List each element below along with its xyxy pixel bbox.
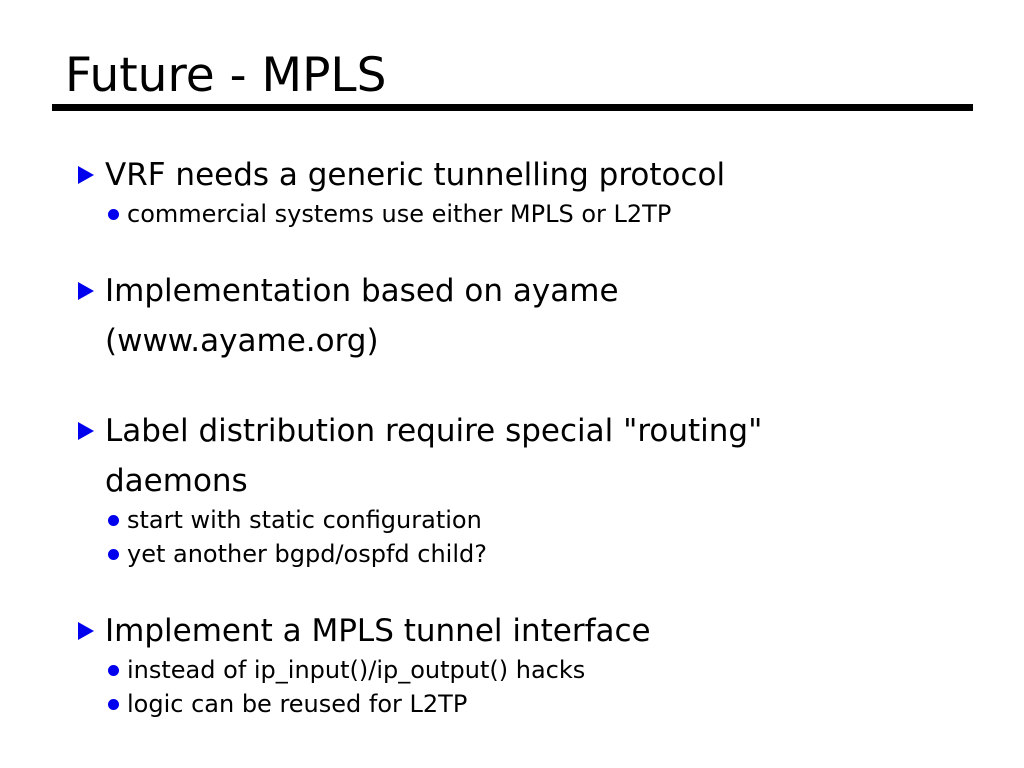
dot-bullet-icon [108,549,119,560]
bullet-item: Implement a MPLS tunnel interface [78,609,988,653]
bullet-group: VRF needs a generic tunnelling protocol … [78,153,988,231]
sub-bullet-text: yet another bgpd/ospfd child? [127,540,487,568]
triangle-bullet-icon [78,422,94,440]
sub-bullet-item: logic can be reused for L2TP [108,687,988,721]
sub-bullet-item: start with static configuration [108,503,988,537]
sub-bullet-list: instead of ip_input()/ip_output() hacks … [108,653,988,721]
bullet-text-block: Implementation based on ayame (www.ayame… [105,269,619,363]
bullet-group: Implement a MPLS tunnel interface instea… [78,609,988,721]
sub-bullet-item: yet another bgpd/ospfd child? [108,537,988,571]
sub-bullet-list: commercial systems use either MPLS or L2… [108,197,988,231]
title-underline [52,104,973,111]
bullet-text: Implement a MPLS tunnel interface [105,613,651,649]
bullet-text: daemons [105,463,248,499]
sub-bullet-text: logic can be reused for L2TP [127,690,468,718]
bullet-item: Label distribution require special "rout… [78,409,988,503]
bullet-text: (www.ayame.org) [105,323,379,359]
sub-bullet-text: start with static configuration [127,506,482,534]
bullet-text: Label distribution require special "rout… [105,413,763,449]
triangle-bullet-icon [78,166,94,184]
sub-bullet-list: start with static configuration yet anot… [108,503,988,571]
dot-bullet-icon [108,515,119,526]
bullet-item: Implementation based on ayame (www.ayame… [78,269,988,363]
bullet-text-block: VRF needs a generic tunnelling protocol [105,153,725,197]
dot-bullet-icon [108,209,119,220]
dot-bullet-icon [108,665,119,676]
bullet-text-block: Implement a MPLS tunnel interface [105,609,651,653]
bullet-item: VRF needs a generic tunnelling protocol [78,153,988,197]
sub-bullet-text: instead of ip_input()/ip_output() hacks [127,656,586,684]
bullet-text: Implementation based on ayame [105,273,619,309]
triangle-bullet-icon [78,622,94,640]
bullet-list: VRF needs a generic tunnelling protocol … [78,153,988,759]
bullet-text: VRF needs a generic tunnelling protocol [105,157,726,193]
dot-bullet-icon [108,699,119,710]
bullet-group: Implementation based on ayame (www.ayame… [78,269,988,363]
page-title: Future - MPLS [65,48,387,103]
sub-bullet-text: commercial systems use either MPLS or L2… [127,200,672,228]
bullet-group: Label distribution require special "rout… [78,409,988,571]
bullet-text-block: Label distribution require special "rout… [105,409,762,503]
sub-bullet-item: instead of ip_input()/ip_output() hacks [108,653,988,687]
sub-bullet-item: commercial systems use either MPLS or L2… [108,197,988,231]
triangle-bullet-icon [78,282,94,300]
